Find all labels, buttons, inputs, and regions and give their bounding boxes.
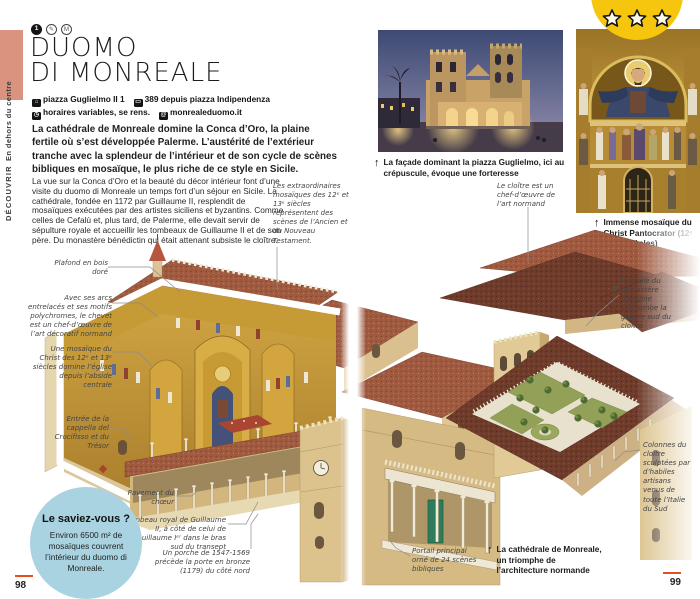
right-page-number: 99 <box>663 577 681 588</box>
annotation-main-portal: Portail principal orné de 24 scènes bibl… <box>412 547 478 574</box>
annotation-porch: Un porche de 1547-1569 précède la porte … <box>150 549 250 576</box>
annotation-monastery-wing: Une aile du monastère d’origine surplomb… <box>621 277 681 332</box>
annotation-cloister-columns: Colonnes du cloître sculptées par d’habi… <box>643 441 693 514</box>
right-page-number-block: 99 <box>663 572 681 588</box>
annotation-christ-mosaic: Une mosaïque du Christ des 12ᵉ et 13ᵉ si… <box>31 345 112 390</box>
annotation-mosaic-scenes: Les extraordinaires mosaïques des 12ᵉ et… <box>273 182 351 246</box>
illustration-caption: ↑ La cathédrale de Monreale, un triomphe… <box>487 545 609 577</box>
annotation-chevet: Avec ses arcs entrelacés et ses motifs p… <box>28 294 112 339</box>
did-you-know-bubble: Le saviez-vous ? Environ 6500 m² de mosa… <box>30 487 142 599</box>
annotation-cappella-entrance: Entrée de la cappella del Crocifisso et … <box>40 415 109 451</box>
annotation-pavement: Pavement du chœur <box>126 489 174 507</box>
up-arrow-icon: ↑ <box>487 545 493 577</box>
annotation-cloister-masterpiece: Le cloître est un chef-d’œuvre de l’art … <box>497 182 569 209</box>
left-page-number-block: 98 <box>15 575 33 591</box>
page-number-rule <box>663 572 681 574</box>
illustration-caption-text: La cathédrale de Monreale, un triomphe d… <box>497 545 610 577</box>
page-number-rule <box>15 575 33 577</box>
left-page-number: 98 <box>15 580 33 591</box>
did-you-know-title: Le saviez-vous ? <box>42 513 130 525</box>
annotation-ceiling: Plafond en bois doré <box>46 259 108 277</box>
did-you-know-text: Environ 6500 m² de mosaïques couvrent l’… <box>40 530 132 574</box>
